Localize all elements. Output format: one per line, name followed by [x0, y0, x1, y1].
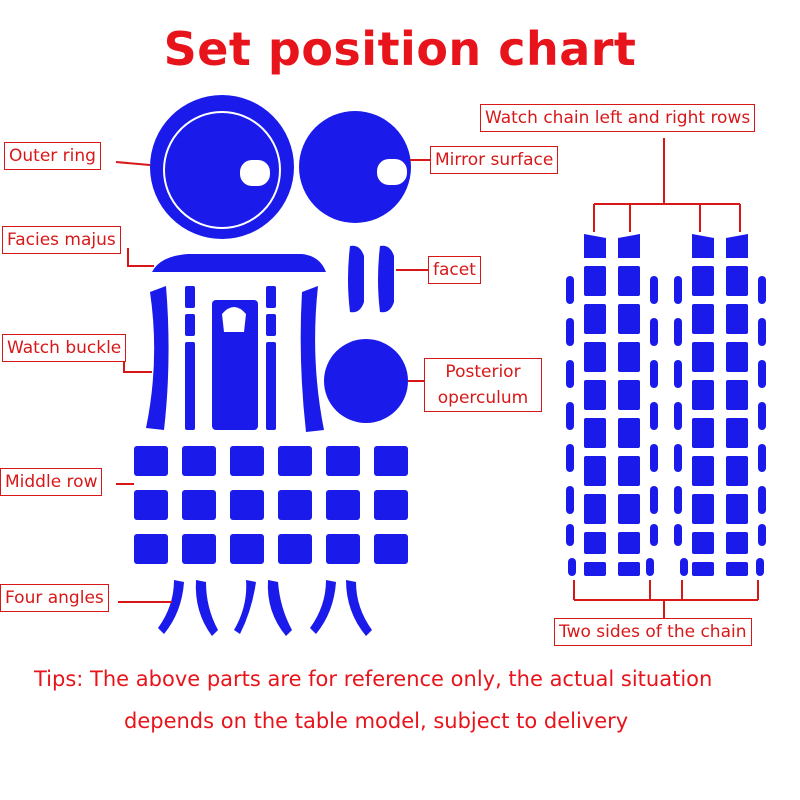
leader-lines [115, 138, 759, 618]
page-title: Set position chart [163, 22, 637, 76]
facies-majus-part [152, 254, 326, 272]
facet-part-left [348, 245, 364, 313]
label-facet: facet [428, 256, 481, 284]
label-posterior-operculum-line1: Posterior [445, 362, 521, 382]
mirror-surface-part [299, 111, 411, 223]
label-middle-row: Middle row [0, 468, 103, 496]
facet-part-right [378, 245, 394, 313]
middle-row-parts [134, 446, 408, 564]
label-watch-chain-rows: Watch chain left and right rows [480, 104, 756, 132]
label-outer-ring: Outer ring [4, 142, 101, 170]
watch-buckle-right-curve [300, 286, 324, 432]
label-four-angles: Four angles [0, 584, 109, 612]
label-two-sides-chain: Two sides of the chain [554, 618, 752, 646]
label-posterior-operculum: Posterior operculum [424, 358, 542, 412]
watch-buckle-left-curve [146, 286, 169, 430]
tips-line-2: depends on the table model, subject to d… [124, 709, 629, 733]
label-facies-majus: Facies majus [2, 226, 121, 254]
four-angles-parts [158, 580, 372, 636]
posterior-operculum-part [324, 339, 408, 423]
outer-ring-part [150, 95, 294, 239]
label-mirror-surface: Mirror surface [430, 146, 559, 174]
tips-line-1: Tips: The above parts are for reference … [34, 667, 713, 691]
label-watch-buckle: Watch buckle [2, 334, 127, 362]
watch-chain-parts [566, 234, 766, 576]
label-posterior-operculum-line2: operculum [437, 388, 529, 408]
